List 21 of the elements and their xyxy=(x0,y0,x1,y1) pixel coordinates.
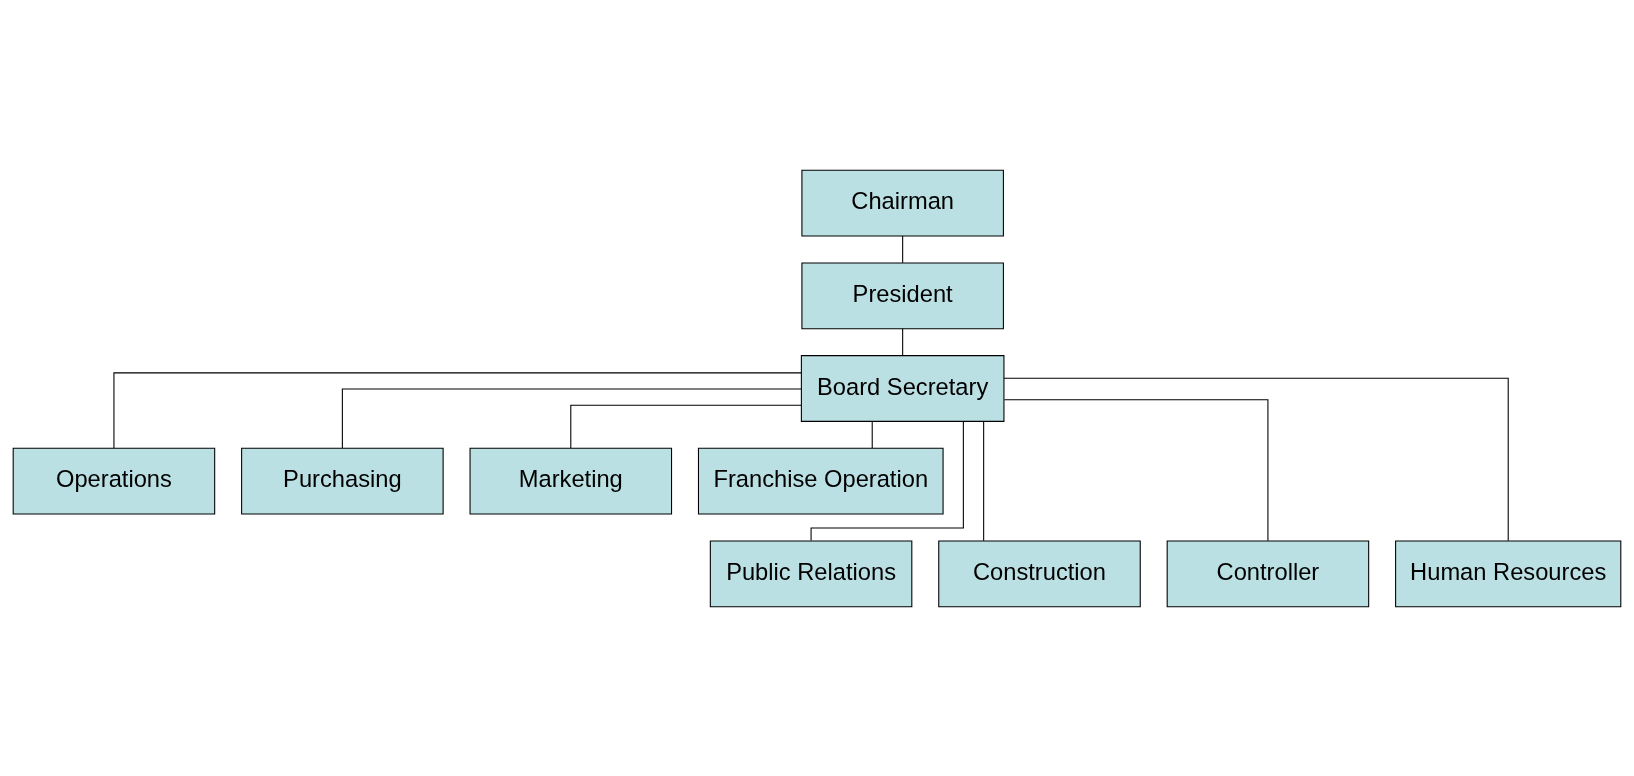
connector xyxy=(983,420,985,541)
node-box: Controller xyxy=(1166,539,1370,607)
node-box: Board Secretary xyxy=(800,354,1005,422)
connector xyxy=(1003,398,1269,541)
connector xyxy=(902,235,904,263)
node-box: Purchasing xyxy=(241,447,444,515)
node-box: Franchise Operation xyxy=(697,447,944,515)
connector xyxy=(902,327,904,356)
node-box: Construction xyxy=(938,539,1141,607)
node-box: Human Resources xyxy=(1395,539,1622,607)
node-box: Chairman xyxy=(801,169,1004,237)
node-box: Marketing xyxy=(469,447,673,515)
connector xyxy=(570,404,802,449)
connector xyxy=(810,420,964,541)
node-box: Public Relations xyxy=(709,539,913,607)
connector xyxy=(1003,377,1509,541)
connector xyxy=(341,388,802,448)
node-box: Operations xyxy=(12,447,216,515)
node-box: President xyxy=(801,261,1004,329)
connector xyxy=(113,371,802,449)
connector xyxy=(871,420,873,449)
